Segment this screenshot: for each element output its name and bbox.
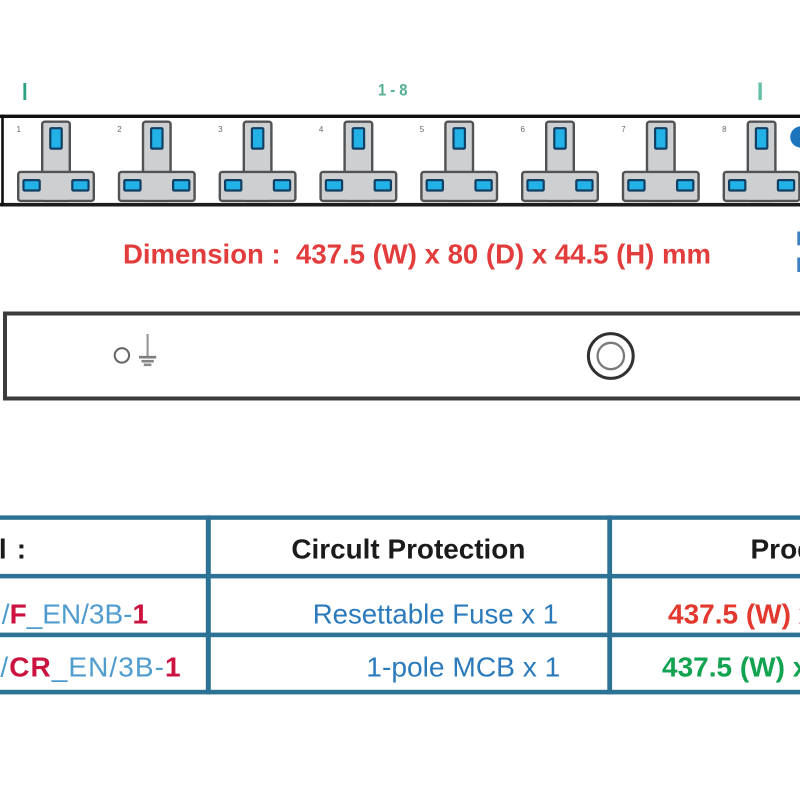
- svg-text:1 - 8: 1 - 8: [378, 81, 408, 100]
- svg-text:1-pole MCB x 1: 1-pole MCB x 1: [366, 652, 560, 683]
- svg-text:1: 1: [17, 125, 22, 134]
- svg-text:Dimension : 437.5 (W) x 80 (D: Dimension : 437.5 (W) x 80 (D) x 44.5 (H…: [123, 239, 711, 270]
- svg-text:Produc: Produc: [751, 534, 800, 565]
- svg-text:3: 3: [218, 125, 223, 134]
- svg-text:Resettable Fuse x 1: Resettable Fuse x 1: [313, 599, 558, 630]
- svg-text:5: 5: [420, 125, 425, 134]
- svg-text:437.5 (W) x: 437.5 (W) x: [668, 599, 800, 630]
- svg-text:437.5 (W) x: 437.5 (W) x: [662, 652, 800, 683]
- svg-text:/F_EN/3B-1: /F_EN/3B-1: [2, 599, 148, 630]
- svg-text:6: 6: [521, 125, 526, 134]
- svg-text:Circult Protection: Circult Protection: [291, 534, 525, 565]
- svg-text:/CR_EN/3B-1: /CR_EN/3B-1: [0, 652, 181, 683]
- svg-text:2: 2: [117, 125, 122, 134]
- svg-text:4: 4: [319, 125, 324, 134]
- svg-text:l :: l :: [0, 534, 27, 565]
- svg-text:7: 7: [621, 125, 626, 134]
- svg-text:8: 8: [722, 125, 727, 134]
